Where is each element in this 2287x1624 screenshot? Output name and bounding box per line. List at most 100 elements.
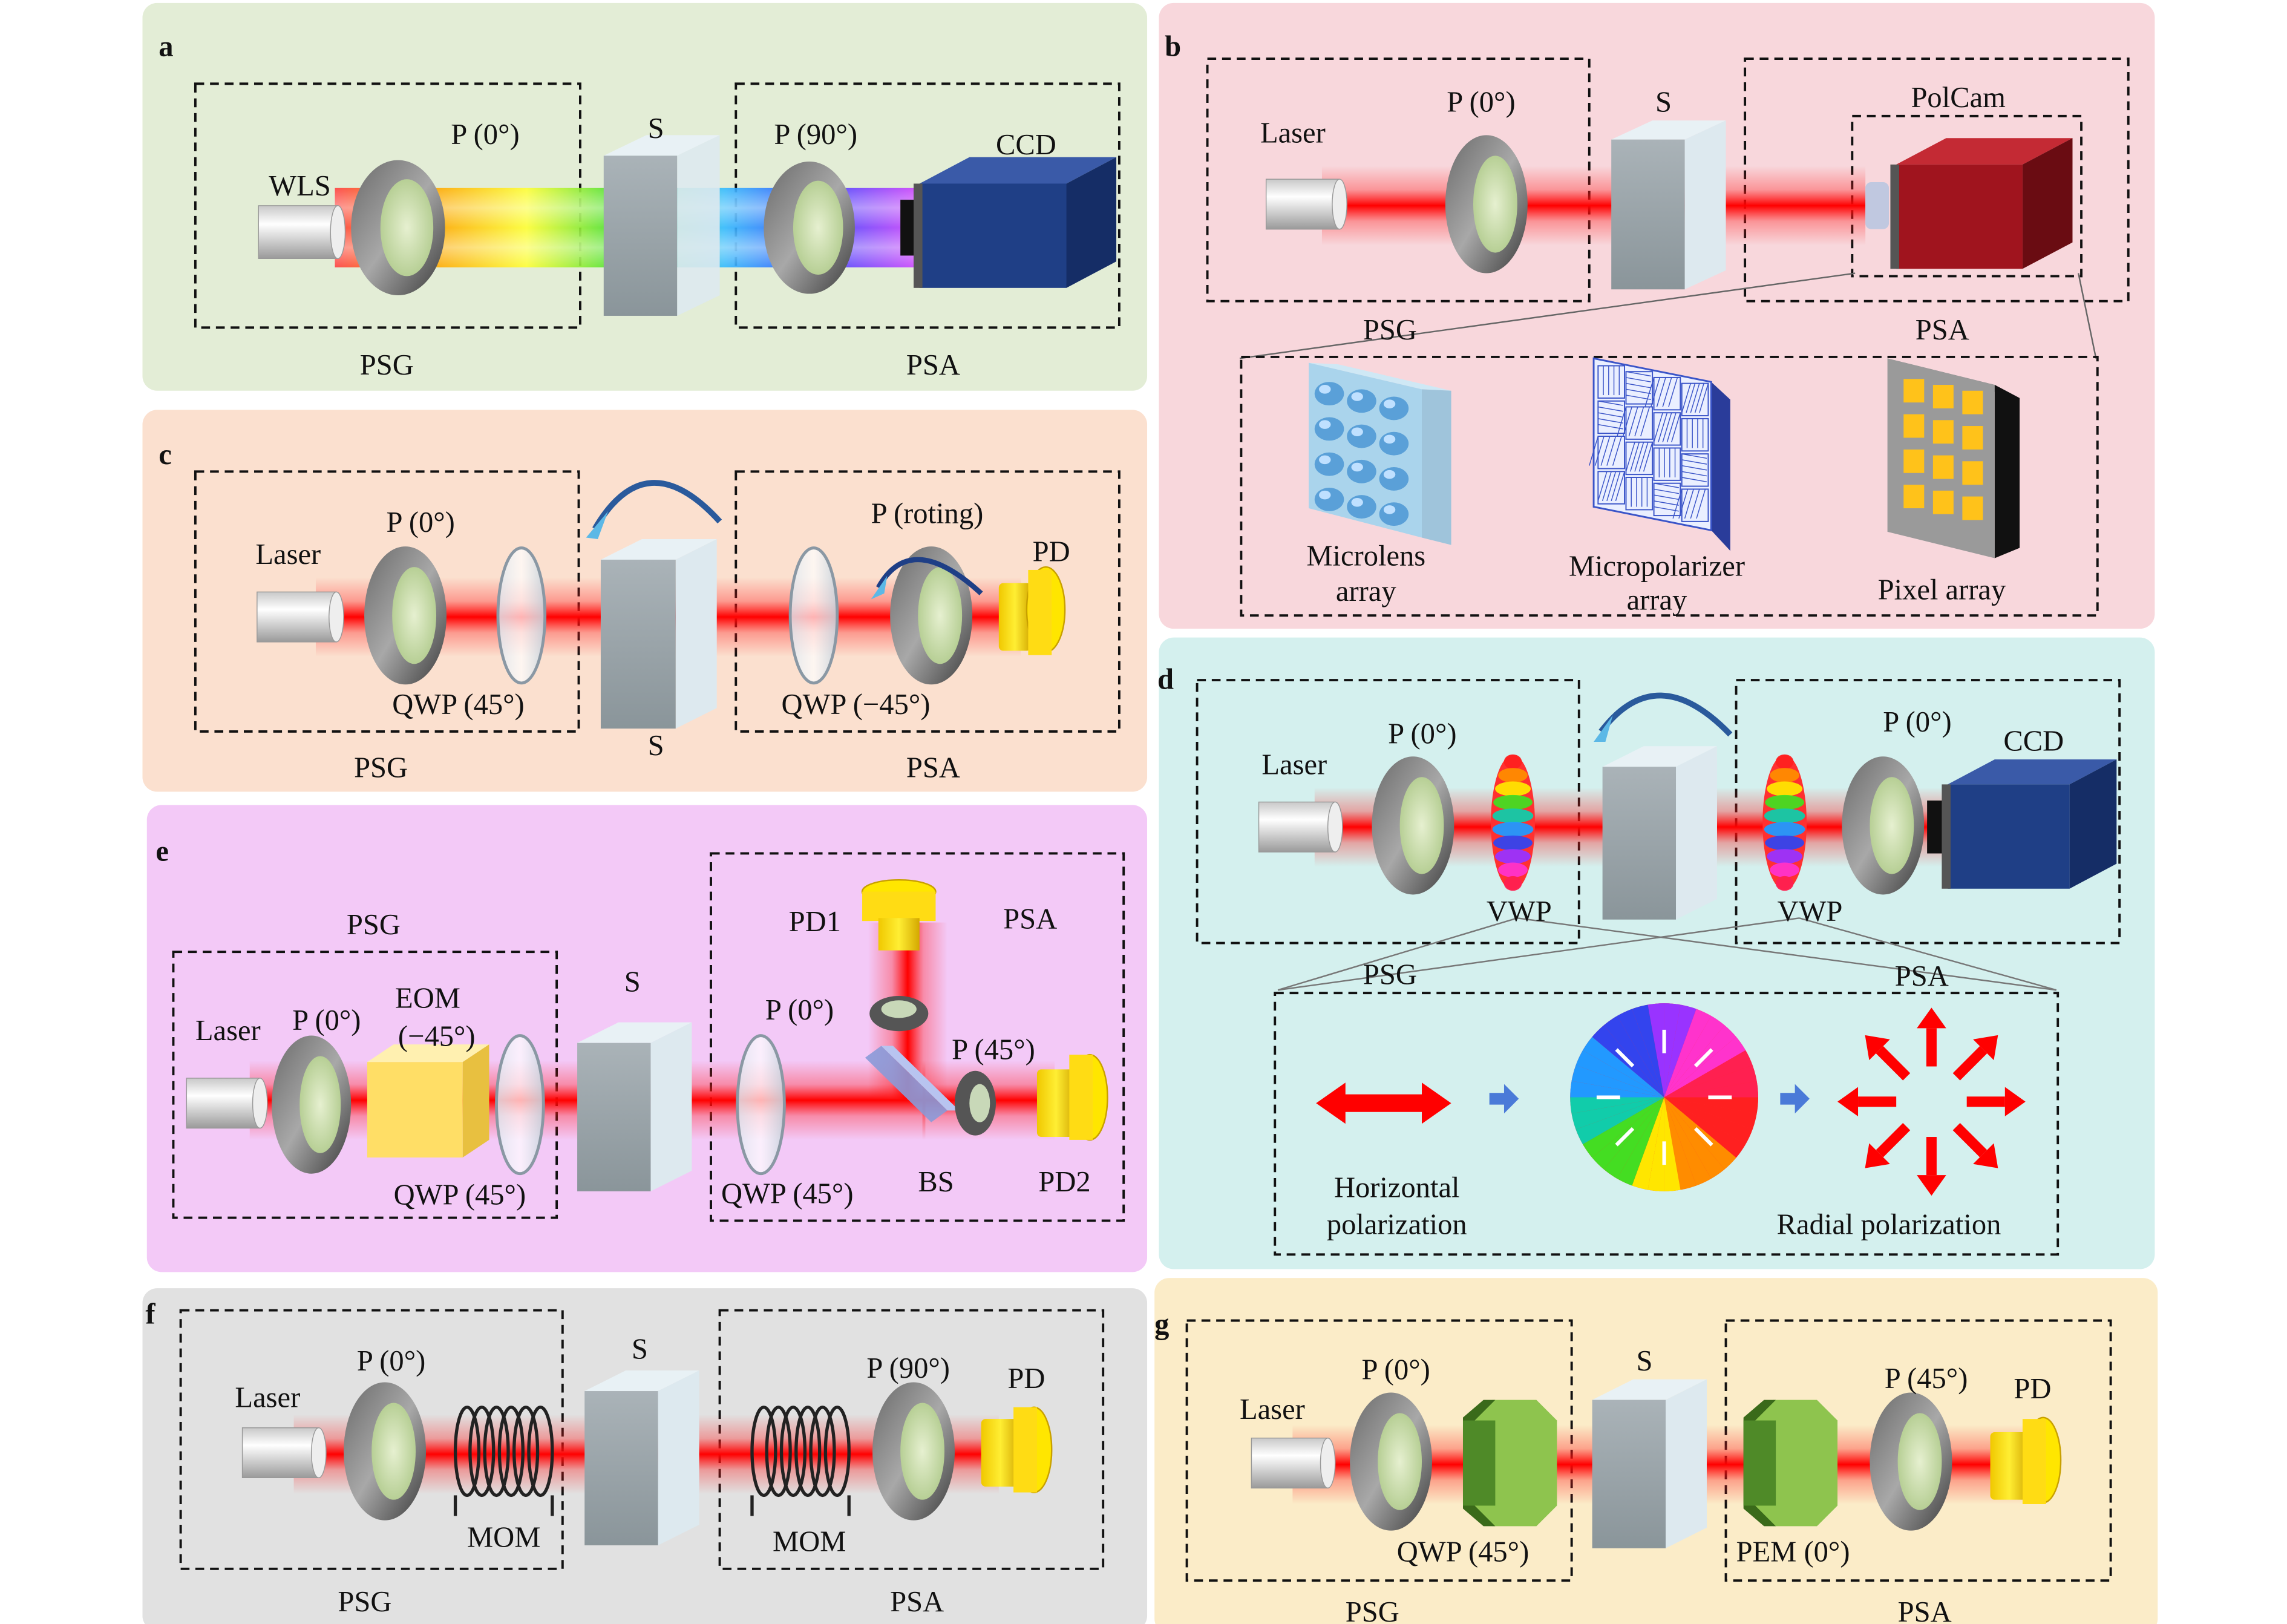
pixel-cell xyxy=(1903,485,1925,508)
microlens-dot xyxy=(1347,459,1376,483)
psg-label: PSG xyxy=(347,908,401,941)
radial-arrow xyxy=(1917,1007,1946,1067)
sample-label: S xyxy=(648,112,664,145)
quarter-wave-plate xyxy=(496,546,547,685)
photodetector xyxy=(998,566,1066,655)
polarizer-ring xyxy=(344,1382,427,1521)
radial-polarization-arrows xyxy=(1837,1007,2026,1196)
microlens-dot xyxy=(1314,487,1344,511)
laser-label: Laser xyxy=(255,538,321,571)
analyzer-label: P (90°) xyxy=(774,118,857,151)
radial-arrow xyxy=(1966,1087,2026,1117)
polcam-label: PolCam xyxy=(1911,81,2005,114)
polarizer-label: P (0°) xyxy=(386,506,454,539)
sample-block xyxy=(600,539,717,729)
microlens-dot xyxy=(1314,452,1344,476)
quarter-wave-plate xyxy=(495,1034,545,1176)
analyzer-label: P (45°) xyxy=(1885,1362,1968,1395)
psa-label: PSA xyxy=(1003,902,1057,935)
micropolarizer-cell xyxy=(1653,482,1681,517)
micropolarizer-cell xyxy=(1597,436,1626,470)
pixel-cell xyxy=(1962,461,1983,485)
micropolarizer-cell xyxy=(1625,406,1654,440)
psa-label: PSA xyxy=(890,1585,944,1618)
psg-label: PSG xyxy=(338,1585,391,1618)
laser-source xyxy=(1251,1437,1336,1488)
micropolarizer-label-line1: Micropolarizer xyxy=(1569,550,1745,583)
pixel-cell xyxy=(1903,414,1925,438)
microlens-dot xyxy=(1379,431,1409,456)
pixel-array xyxy=(1887,358,2020,558)
pixel-cell xyxy=(1932,455,1954,479)
beam-splitter xyxy=(865,1046,960,1122)
vortex-plate-pattern xyxy=(1570,1003,1758,1191)
microlens-dot xyxy=(1379,502,1409,526)
psa-box xyxy=(1744,57,2130,303)
polarizer-ring xyxy=(272,1035,352,1174)
rotation-arrow xyxy=(592,480,722,531)
micropolarizer-cell xyxy=(1597,471,1626,505)
magneto-optic-coil xyxy=(453,1406,554,1516)
pixel-cell xyxy=(1962,426,1983,450)
psg-label: PSG xyxy=(354,751,408,784)
polarizer-label: P (45°) xyxy=(952,1033,1035,1066)
mom-label: MOM xyxy=(773,1525,846,1558)
radial-arrow xyxy=(1917,1137,1946,1196)
micropolarizer-label-line2: array xyxy=(1627,583,1687,616)
analyzer-ring xyxy=(1870,1392,1952,1531)
vwp-label: VWP xyxy=(1778,895,1843,928)
radial-arrow xyxy=(1865,1035,1911,1081)
panel-f-letter: f xyxy=(145,1297,155,1330)
ccd-label: CCD xyxy=(2003,725,2064,758)
polarizer-label: P (0°) xyxy=(357,1344,425,1377)
wls-source xyxy=(258,205,346,260)
panel-f: f Laser P (0°) MOM S MOM P (90°) PD PSG … xyxy=(142,1288,1148,1624)
polarizer-label: P (0°) xyxy=(1388,717,1456,750)
laser-source xyxy=(257,591,344,643)
laser-source xyxy=(186,1078,268,1129)
analyzer-label: P (0°) xyxy=(1883,706,1951,738)
microlens-dot xyxy=(1347,424,1376,448)
quarter-wave-plate-crystal xyxy=(1462,1400,1557,1527)
quarter-wave-plate xyxy=(736,1034,786,1176)
sample-block xyxy=(603,135,720,316)
panel-a-letter: a xyxy=(159,30,173,62)
laser-source xyxy=(1265,178,1347,230)
panel-e-letter: e xyxy=(155,835,169,868)
photodetector xyxy=(981,1406,1053,1493)
analyzer-ring xyxy=(1842,756,1925,895)
qwp-label: QWP (45°) xyxy=(721,1177,854,1210)
micropolarizer-cell xyxy=(1625,371,1654,405)
psa-box xyxy=(1724,1319,2112,1582)
sample-label: S xyxy=(624,966,641,998)
sample-block xyxy=(584,1370,699,1545)
analyzer-ring xyxy=(764,162,855,294)
pixel-cell xyxy=(1932,490,1954,514)
sensor-detail-box xyxy=(1240,355,2099,617)
rotation-arrow xyxy=(1598,692,1733,737)
panel-e: e PSG Laser xyxy=(146,805,1148,1272)
psa-label: PSA xyxy=(1916,313,1969,346)
polcam xyxy=(1865,138,2073,269)
mom-label: MOM xyxy=(467,1521,540,1553)
sample-label: S xyxy=(648,729,664,762)
psa-label: PSA xyxy=(906,751,960,784)
polarizer-label: P (0°) xyxy=(765,994,834,1026)
pixel-cell xyxy=(1962,496,1983,520)
micropolarizer-cell xyxy=(1681,488,1709,522)
microlens-dot xyxy=(1347,495,1376,519)
ccd-label: CCD xyxy=(996,128,1056,161)
microlens-array xyxy=(1309,362,1451,545)
pd-label: PD xyxy=(1007,1362,1045,1395)
sample-label: S xyxy=(1636,1344,1652,1377)
psa-box xyxy=(735,470,1121,733)
microlens-label-line2: array xyxy=(1336,575,1396,607)
micropolarizer-cell xyxy=(1681,382,1709,417)
laser-label: Laser xyxy=(1260,116,1326,149)
pixel-cell xyxy=(1903,379,1925,403)
pixel-array-label: Pixel array xyxy=(1878,574,2006,606)
wls-label: WLS xyxy=(269,169,330,202)
polarizer-ring xyxy=(1445,135,1528,273)
panel-d-letter: d xyxy=(1157,663,1174,696)
qwp-label: QWP (45°) xyxy=(392,688,525,721)
